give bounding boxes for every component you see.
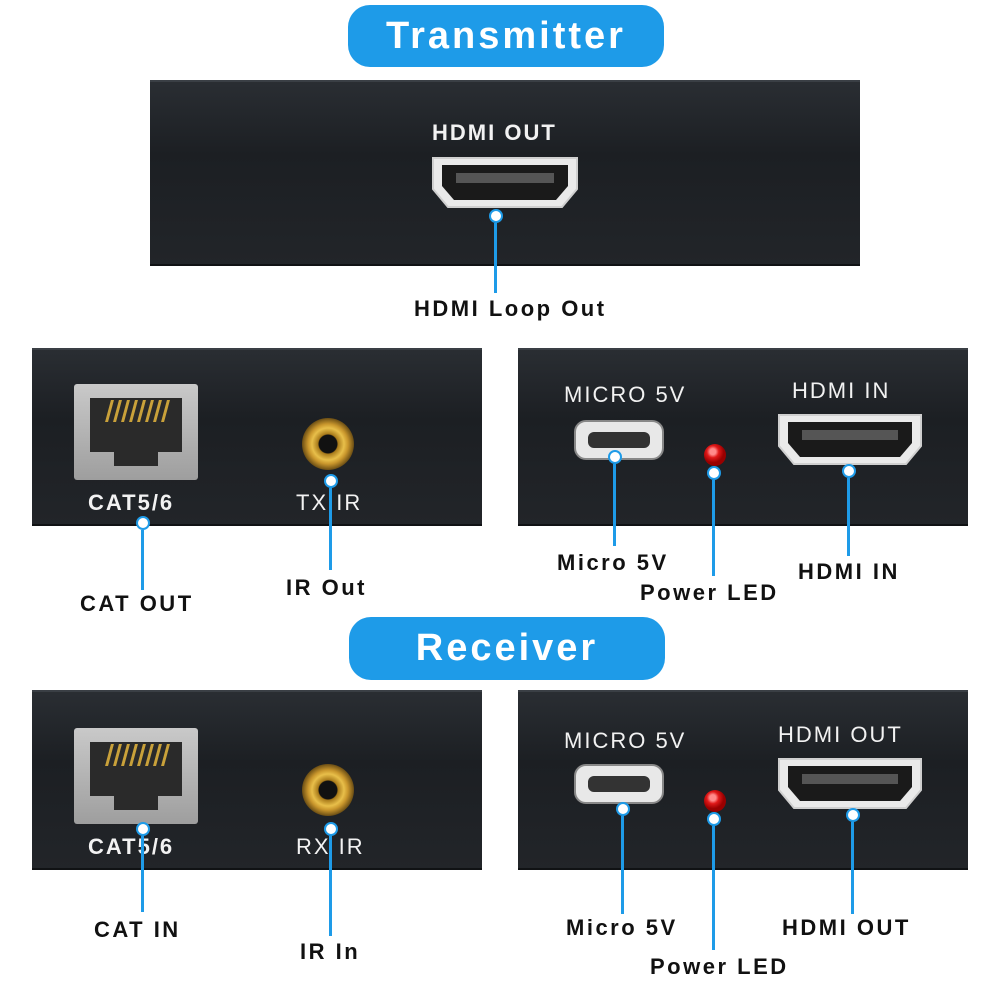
rj45-opening [90, 742, 182, 796]
hdmi-port-icon [432, 157, 578, 208]
ir-in-pointer [324, 822, 338, 836]
ir-in-callout: IR In [300, 939, 361, 964]
hdmi-out-label: HDMI OUT [778, 722, 903, 747]
rj45-pin [145, 744, 154, 766]
rj45-port-icon [74, 384, 198, 480]
cat-port-label: CAT5/6 [88, 490, 175, 515]
cat-in-pointer [136, 822, 150, 836]
rj45-pin [153, 744, 162, 766]
micro-5v-label: MICRO 5V [564, 728, 687, 753]
power-led-pointer [707, 812, 721, 826]
hdmi-in-line [847, 478, 850, 556]
power-led-callout: Power LED [650, 954, 789, 979]
power-led-callout: Power LED [640, 580, 779, 605]
micro-usb-opening [588, 432, 650, 448]
rj45-pin [161, 400, 170, 422]
ir-jack-icon [302, 418, 354, 470]
micro-5v-label: MICRO 5V [564, 382, 687, 407]
hdmi-port-icon [778, 414, 922, 465]
ir-jack-icon [302, 764, 354, 816]
transmitter-top-panel: HDMI OUT [150, 80, 860, 266]
micro-5v-callout: Micro 5V [557, 550, 669, 575]
micro-5v-pointer [616, 802, 630, 816]
rj45-pin [129, 744, 138, 766]
rj45-port-icon [74, 728, 198, 824]
rj45-pin [161, 744, 170, 766]
rj45-pin [137, 400, 146, 422]
transmitter-label: Transmitter [348, 5, 664, 67]
rj45-pin [105, 400, 114, 422]
rj45-pin [105, 744, 114, 766]
hdmi-loop-out-callout: HDMI Loop Out [414, 296, 607, 321]
cat-in-callout: CAT IN [94, 917, 181, 942]
hdmi-out-callout: HDMI OUT [782, 915, 911, 940]
rj45-pin [145, 400, 154, 422]
ir-out-line [329, 488, 332, 570]
cat-in-line [141, 836, 144, 912]
power-led-line [712, 480, 715, 576]
rj45-pin [121, 744, 130, 766]
hdmi-in-pointer [842, 464, 856, 478]
hdmi-port-icon [778, 758, 922, 809]
hdmi-loop-out-pointer [489, 209, 503, 223]
rj45-pin [113, 400, 122, 422]
rj45-opening [90, 398, 182, 452]
cat-out-pointer [136, 516, 150, 530]
hdmi-loop-out-line [494, 223, 497, 293]
cat-out-line [141, 530, 144, 590]
ir-out-callout: IR Out [286, 575, 367, 600]
receiver-left-panel: CAT5/6 RX IR [32, 690, 482, 870]
transmitter-left-panel: CAT5/6 TX IR [32, 348, 482, 526]
rj45-pin [113, 744, 122, 766]
rj45-notch [114, 796, 158, 810]
power-led-pointer [707, 466, 721, 480]
rj45-notch [114, 452, 158, 466]
rj45-pin [121, 400, 130, 422]
cat-out-callout: CAT OUT [80, 591, 194, 616]
rj45-pin [137, 744, 146, 766]
ir-out-pointer [324, 474, 338, 488]
micro-5v-line [621, 816, 624, 914]
micro-5v-callout: Micro 5V [566, 915, 678, 940]
rj45-pin [153, 400, 162, 422]
transmitter-right-panel: MICRO 5V HDMI IN [518, 348, 968, 526]
micro-5v-pointer [608, 450, 622, 464]
hdmi-in-label: HDMI IN [792, 378, 891, 403]
micro-5v-line [613, 464, 616, 546]
micro-usb-opening [588, 776, 650, 792]
tx-ir-label: TX IR [296, 490, 363, 515]
receiver-right-panel: MICRO 5V HDMI OUT [518, 690, 968, 870]
ir-in-line [329, 836, 332, 936]
rj45-pin [129, 400, 138, 422]
receiver-label: Receiver [349, 617, 665, 680]
micro-usb-port-icon [574, 420, 664, 460]
power-led-icon [704, 790, 726, 812]
hdmi-out-port-label: HDMI OUT [432, 120, 557, 145]
cat-port-label: CAT5/6 [88, 834, 175, 859]
micro-usb-port-icon [574, 764, 664, 804]
power-led-line [712, 826, 715, 950]
power-led-icon [704, 444, 726, 466]
hdmi-in-callout: HDMI IN [798, 559, 900, 584]
hdmi-out-pointer [846, 808, 860, 822]
hdmi-out-line [851, 822, 854, 914]
